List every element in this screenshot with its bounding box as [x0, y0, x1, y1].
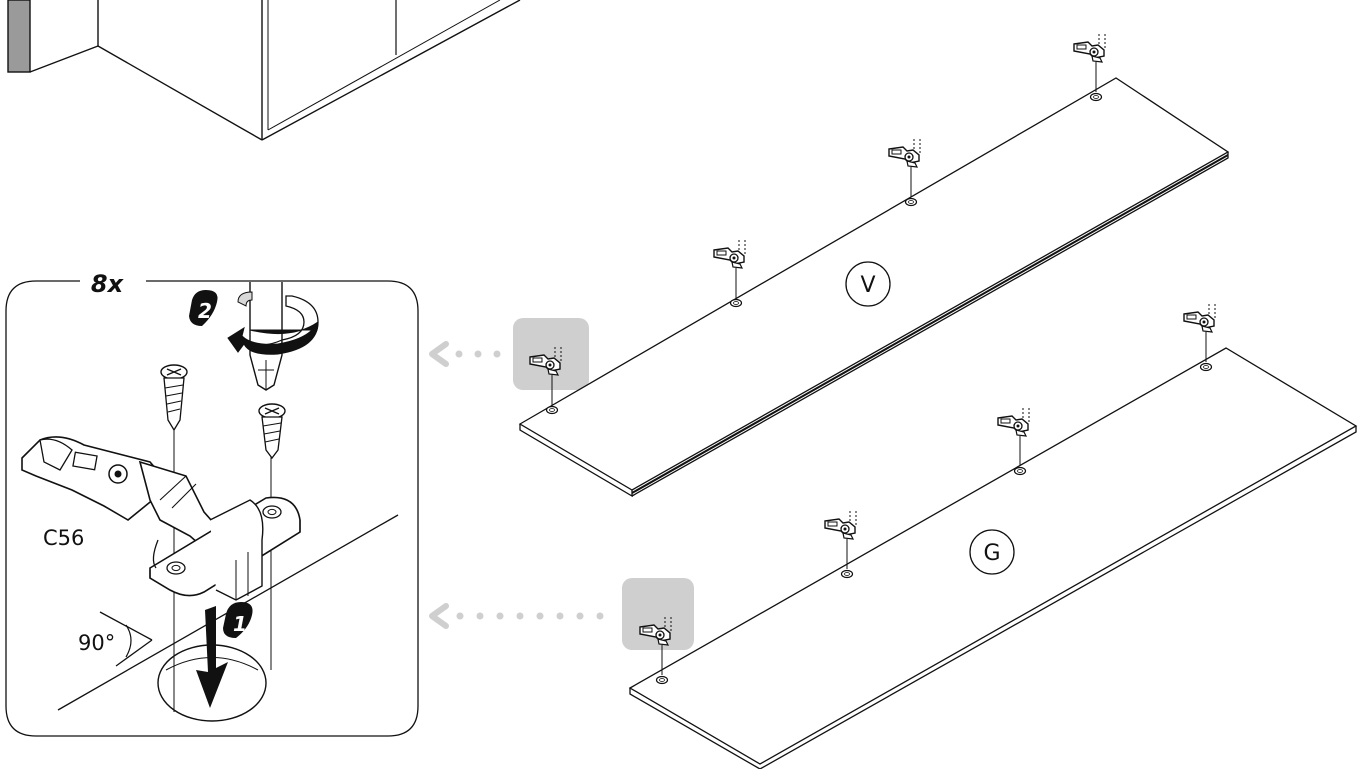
- svg-text:1: 1: [233, 612, 247, 636]
- screw-left: [160, 364, 188, 432]
- board-g: G: [622, 303, 1358, 769]
- rotation-arrow[interactable]: [227, 321, 319, 355]
- press-arrow: [196, 606, 228, 708]
- angle-label: 90°: [78, 631, 115, 655]
- step-1-badge: 1: [223, 602, 253, 638]
- step-2-badge: 2: [189, 290, 218, 326]
- detail-panel: 8x: [5, 270, 419, 737]
- board-label-v: V: [860, 273, 875, 298]
- part-code-label: C56: [43, 526, 84, 550]
- highlight-box-top: [513, 318, 589, 390]
- board-v: V: [513, 33, 1230, 498]
- board-label-g: G: [983, 541, 1000, 566]
- cabinet: [7, 0, 521, 141]
- quantity-label: 8x: [91, 270, 125, 298]
- svg-text:2: 2: [198, 299, 212, 323]
- screw-right: [258, 403, 286, 460]
- board-label-badge: [845, 261, 891, 307]
- pointer-arrow-top: [429, 341, 501, 367]
- pointer-arrow-bottom: [429, 603, 604, 629]
- board-label-badge: [969, 529, 1015, 575]
- hinge-detail: [21, 436, 301, 601]
- angle-marker: [99, 611, 153, 667]
